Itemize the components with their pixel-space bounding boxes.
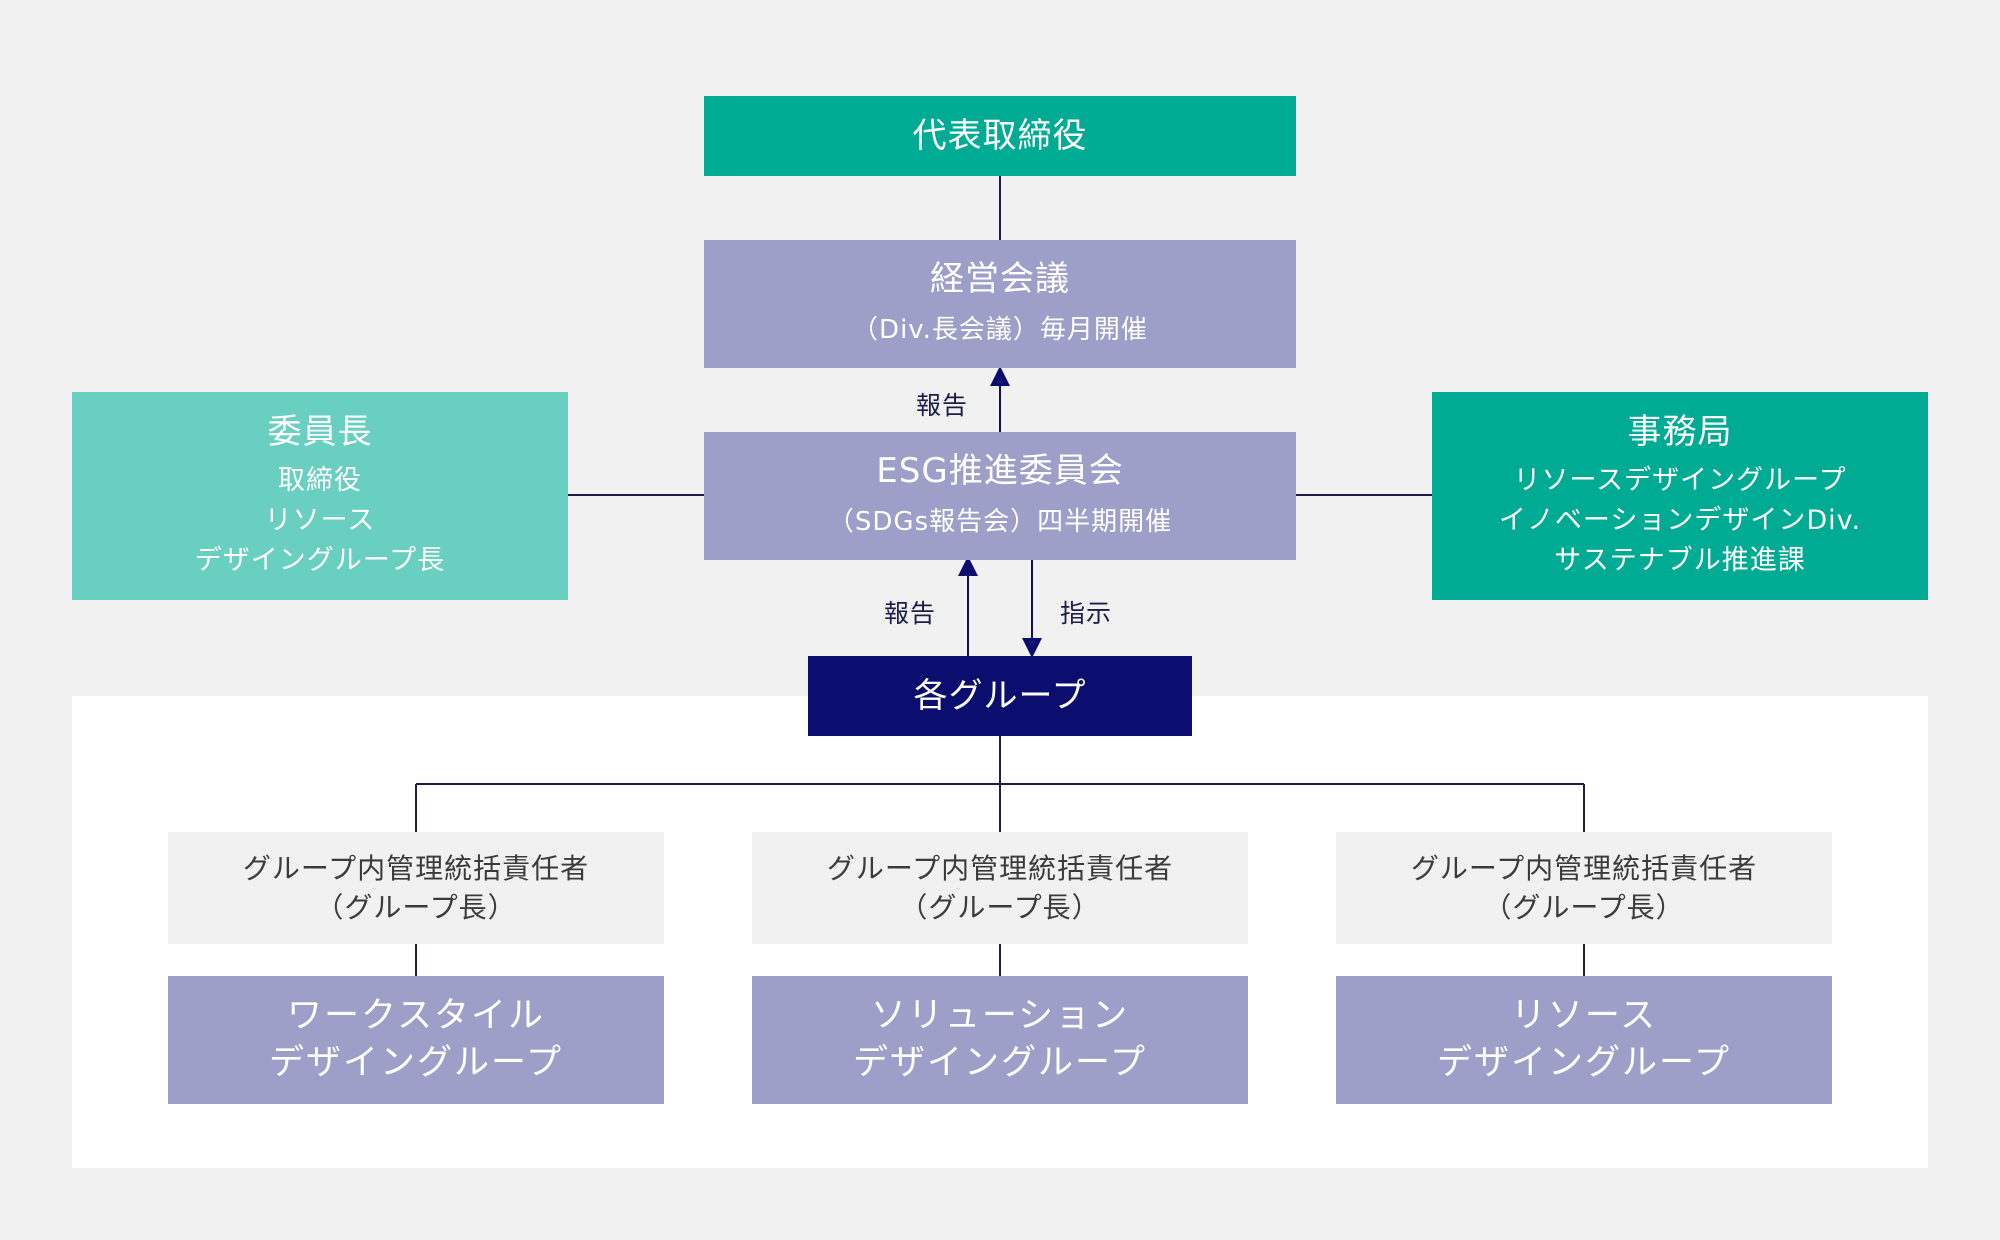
esg-committee-title: ESG推進委員会 xyxy=(876,451,1124,492)
group-head-3-line-2: （グループ長） xyxy=(1483,891,1685,924)
unit-3-line-2: デザイングループ xyxy=(1437,1043,1731,1083)
secretariat-title: 事務局 xyxy=(1627,411,1733,452)
group-head-3-line-1: グループ内管理統括責任者 xyxy=(1410,851,1758,885)
secretariat-line-2: イノベーションデザインDiv. xyxy=(1498,505,1862,537)
secretariat-line-1: リソースデザイングループ xyxy=(1513,465,1847,497)
instruction-label: 指示 xyxy=(1060,599,1113,628)
ceo-box: 代表取締役 xyxy=(704,96,1296,176)
report-label-lower: 報告 xyxy=(884,599,937,628)
group-head-box-1: グループ内管理統括責任者 （グループ長） xyxy=(168,832,664,944)
chair-box: 委員長 取締役 リソース デザイングループ長 xyxy=(72,392,568,600)
chair-line-2: リソース xyxy=(264,505,376,537)
unit-3-line-1: リソース xyxy=(1510,996,1658,1037)
group-head-1-line-1: グループ内管理統括責任者 xyxy=(242,851,590,885)
unit-2-line-2: デザイングループ xyxy=(853,1043,1147,1083)
group-head-box-2: グループ内管理統括責任者 （グループ長） xyxy=(752,832,1248,944)
unit-box-2: ソリューション デザイングループ xyxy=(752,976,1248,1104)
ceo-title: 代表取締役 xyxy=(912,115,1088,156)
groups-hub-box: 各グループ xyxy=(808,656,1192,736)
group-head-2-line-2: （グループ長） xyxy=(899,891,1101,924)
secretariat-box: 事務局 リソースデザイングループ イノベーションデザインDiv. サステナブル推… xyxy=(1432,392,1928,600)
management-meeting-title: 経営会議 xyxy=(930,259,1070,300)
chair-line-1: 取締役 xyxy=(278,465,362,497)
group-head-2-line-1: グループ内管理統括責任者 xyxy=(826,851,1174,885)
esg-committee-subtitle: （SDGs報告会）四半期開催 xyxy=(827,506,1173,537)
esg-committee-box: ESG推進委員会 （SDGs報告会）四半期開催 xyxy=(704,432,1296,560)
unit-box-3: リソース デザイングループ xyxy=(1336,976,1832,1104)
report-label-upper: 報告 xyxy=(916,391,969,420)
group-head-box-3: グループ内管理統括責任者 （グループ長） xyxy=(1336,832,1832,944)
unit-1-line-1: ワークスタイル xyxy=(287,996,545,1037)
chair-title: 委員長 xyxy=(267,411,373,452)
unit-2-line-1: ソリューション xyxy=(870,996,1130,1037)
groups-hub-title: 各グループ xyxy=(913,675,1087,716)
management-meeting-box: 経営会議 （Div.長会議）毎月開催 xyxy=(704,240,1296,368)
unit-box-1: ワークスタイル デザイングループ xyxy=(168,976,664,1104)
chair-line-3: デザイングループ長 xyxy=(194,545,446,577)
group-head-1-line-2: （グループ長） xyxy=(315,891,517,924)
unit-1-line-2: デザイングループ xyxy=(269,1043,563,1083)
management-meeting-subtitle: （Div.長会議）毎月開催 xyxy=(852,314,1148,345)
secretariat-line-3: サステナブル推進課 xyxy=(1554,545,1806,577)
